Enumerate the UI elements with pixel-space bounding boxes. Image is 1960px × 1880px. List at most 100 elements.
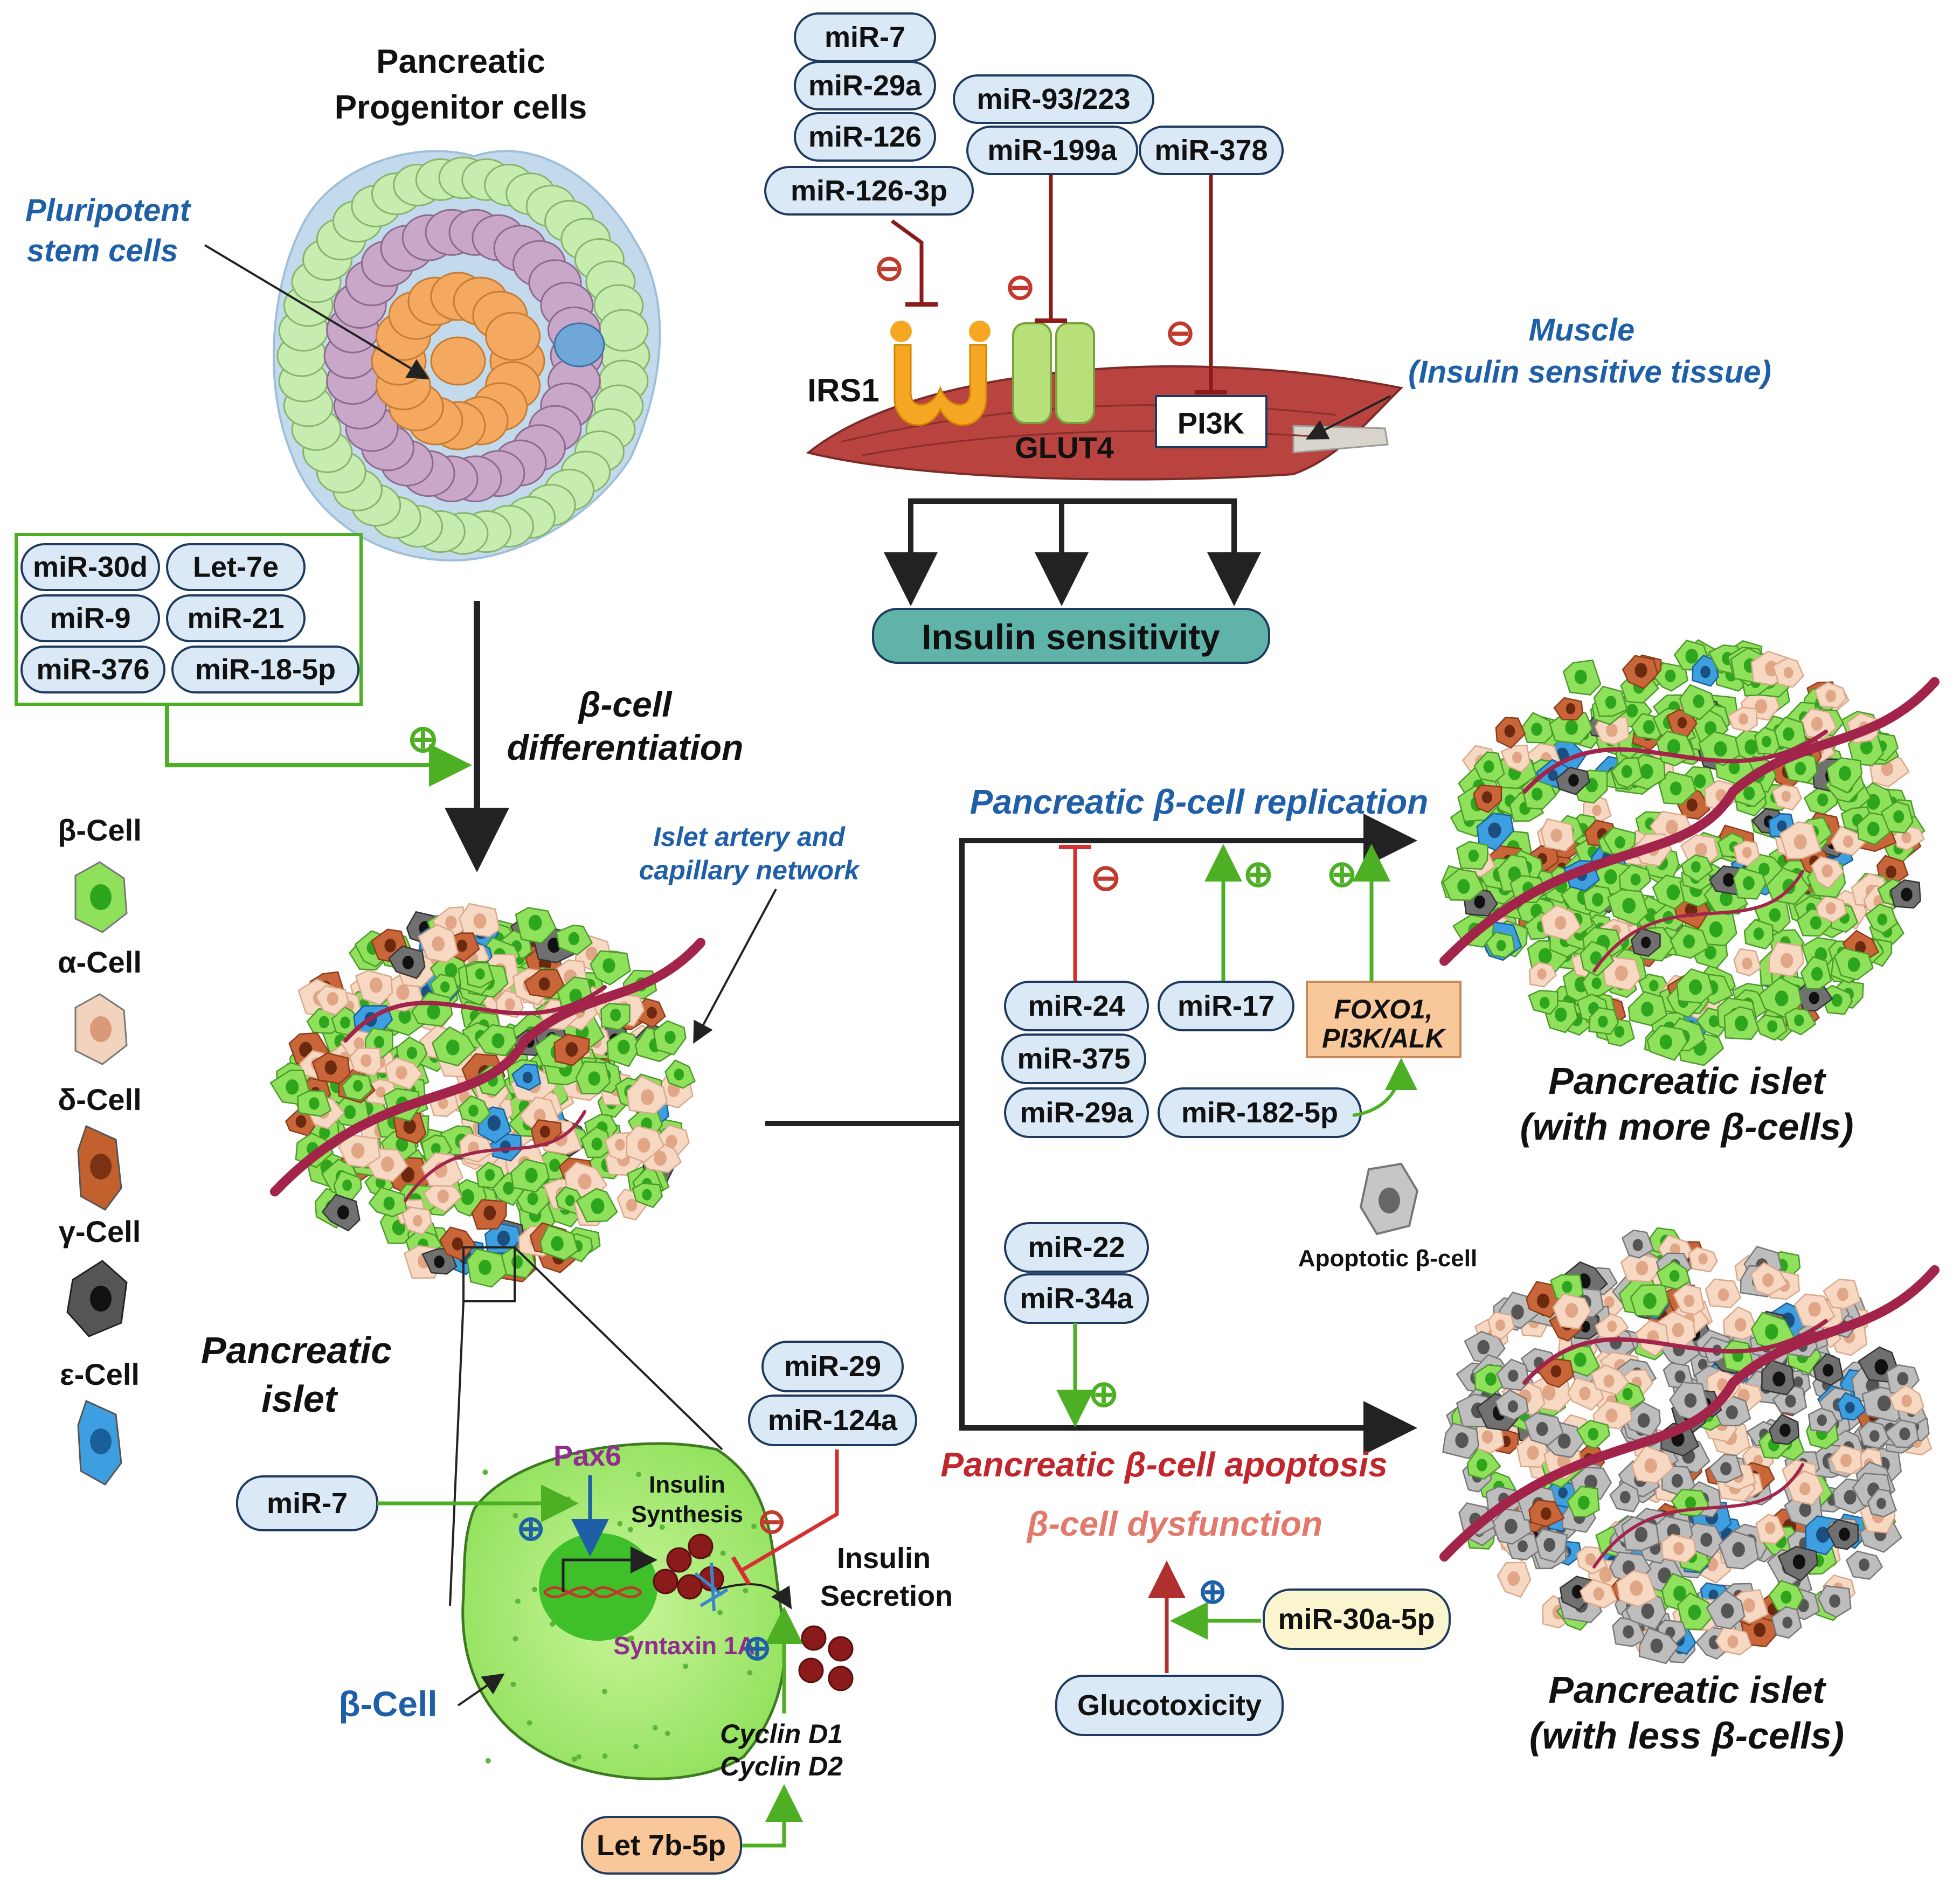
irs1-mirna-1: miR-29a bbox=[794, 61, 936, 110]
glut4-mirna-1-label: miR-199a bbox=[987, 134, 1117, 167]
replication-title: Pancreatic β-cell replication bbox=[970, 782, 1429, 821]
insulin-sensitivity-box bbox=[872, 608, 1270, 664]
replication-promoter-mirna: miR-17 bbox=[1158, 981, 1294, 1031]
insulin-synthesis-line1: Insulin bbox=[649, 1472, 725, 1498]
differentiation-mirna-0: miR-30d bbox=[20, 543, 160, 591]
differentiation-mirna-4-label: miR-376 bbox=[36, 654, 149, 686]
beta-cell-pointer bbox=[457, 1673, 505, 1706]
foxo-label-line2: PI3K/ALK bbox=[1322, 1023, 1447, 1053]
less-beta-label-line1: Pancreatic islet bbox=[1548, 1669, 1826, 1711]
differentiation-mirna-5-label: miR-18-5p bbox=[195, 654, 336, 686]
islet-artery-label-line2: capillary network bbox=[639, 855, 861, 885]
pancreatic-islet-more-beta bbox=[1439, 639, 1940, 1066]
insulin-secretion-line1: Insulin bbox=[837, 1542, 931, 1574]
irs1-mirna-2-label: miR-126 bbox=[808, 121, 922, 153]
legend-label-0: β-Cell bbox=[58, 813, 142, 847]
differentiation-mirna-list: miR-30d Let-7e miR-9 miR-21 miR-376 miR-18-5p bbox=[20, 543, 359, 693]
progenitor-cluster bbox=[273, 150, 661, 562]
legend-nucleus-2 bbox=[90, 1154, 112, 1180]
differentiation-plus: ⊕ bbox=[407, 718, 439, 760]
foxo-label-line1: FOXO1, bbox=[1334, 994, 1432, 1024]
let7b-label: Let 7b-5p bbox=[597, 1829, 726, 1862]
syntaxin-label: Syntaxin 1A bbox=[613, 1632, 755, 1660]
apoptosis-mirna-1-label: miR-34a bbox=[1020, 1282, 1133, 1315]
glut4-minus: ⊖ bbox=[1005, 267, 1035, 307]
mir30a5p-box bbox=[1263, 1588, 1451, 1650]
legend-label-2: δ-Cell bbox=[58, 1083, 141, 1116]
glut4-mirna-1: miR-199a bbox=[966, 126, 1138, 175]
transcription-arrow bbox=[562, 1546, 657, 1592]
replication-inhibitor-2-label: miR-29a bbox=[1020, 1097, 1133, 1129]
apoptotic-beta-cell-label: Apoptotic β-cell bbox=[1298, 1245, 1477, 1272]
pax6-label: Pax6 bbox=[553, 1440, 621, 1472]
insulin-granules-secreted bbox=[798, 1625, 854, 1691]
secretion-inhibitor-1-label: miR-124a bbox=[768, 1404, 898, 1437]
glucotoxicity-label: Glucotoxicity bbox=[1077, 1689, 1262, 1722]
progenitor-title-line1: Pancreatic bbox=[376, 43, 545, 80]
glut4-mirna-0: miR-93/223 bbox=[953, 74, 1154, 124]
insulin-secretion-line2: Secretion bbox=[820, 1580, 953, 1612]
differentiation-mirna-4: miR-376 bbox=[20, 646, 165, 693]
mir30a5p-label: miR-30a-5p bbox=[1278, 1603, 1435, 1635]
irs1-ligand-left bbox=[890, 321, 912, 342]
pluripotent-pointer bbox=[204, 244, 430, 380]
differentiation-mirna-2: miR-9 bbox=[20, 594, 160, 642]
pi3k-minus: ⊖ bbox=[1165, 313, 1195, 352]
muscle-tissue-label-line2: (Insulin sensitive tissue) bbox=[1408, 355, 1771, 390]
irs1-mirna-0: miR-7 bbox=[794, 12, 936, 62]
legend-label-3: γ-Cell bbox=[59, 1215, 141, 1248]
insulin-granules-synthesis bbox=[653, 1534, 724, 1600]
glut4-channel-right bbox=[1055, 322, 1095, 424]
differentiation-mirna-3-label: miR-21 bbox=[187, 602, 284, 635]
replication-inhibitor-1: miR-375 bbox=[1001, 1033, 1146, 1084]
less-beta-label-line2: (with less β-cells) bbox=[1529, 1715, 1844, 1757]
foxo-mirna: miR-182-5p bbox=[1158, 1087, 1362, 1138]
irs1-mirna-2: miR-126 bbox=[794, 112, 936, 162]
irs1-ligand-right bbox=[969, 321, 991, 342]
glucotoxicity-box bbox=[1055, 1675, 1284, 1736]
differentiation-mirna-5: miR-18-5p bbox=[171, 646, 359, 693]
differentiation-mirna-1: Let-7e bbox=[166, 543, 306, 591]
syntaxin-complex bbox=[694, 1562, 729, 1612]
apoptosis-title: Pancreatic β-cell apoptosis bbox=[940, 1445, 1387, 1484]
differentiation-label-line1: β-cell bbox=[577, 684, 673, 724]
let7b-promote-line bbox=[741, 1784, 803, 1848]
islet-label-line1: Pancreatic bbox=[201, 1329, 392, 1371]
cyclin-d1-label: Cyclin D1 bbox=[720, 1719, 843, 1749]
pancreatic-islet-main bbox=[269, 903, 705, 1288]
replication-minus: ⊖ bbox=[1091, 857, 1121, 898]
foxo-pi3k-box bbox=[1306, 981, 1462, 1058]
irs1-mirna-0-label: miR-7 bbox=[825, 21, 905, 53]
zoom-line-left bbox=[449, 1301, 465, 1606]
secretion-inhibitor-0: miR-29 bbox=[761, 1341, 904, 1392]
progenitor-title-line2: Progenitor cells bbox=[335, 89, 587, 126]
legend-nucleus-0 bbox=[90, 884, 112, 910]
pi3k-mirna-list: miR-378 bbox=[1139, 126, 1284, 175]
irs1-mirna-1-label: miR-29a bbox=[808, 70, 922, 102]
more-beta-label-line2: (with more β-cells) bbox=[1520, 1106, 1853, 1148]
glut4-mirna-list: miR-93/223 miR-199a bbox=[953, 74, 1154, 175]
pi3k-label: PI3K bbox=[1178, 406, 1245, 440]
pi3k-mirna-0-label: miR-378 bbox=[1154, 134, 1268, 167]
differentiation-mirna-1-label: Let-7e bbox=[193, 551, 279, 584]
cyclin-d2-label: Cyclin D2 bbox=[720, 1751, 843, 1781]
secretion-inhibitor-0-label: miR-29 bbox=[784, 1350, 881, 1383]
insulin-sensitivity-label: Insulin sensitivity bbox=[922, 617, 1220, 657]
glut4-label: GLUT4 bbox=[1015, 431, 1114, 464]
replication-plus-foxo: ⊕ bbox=[1327, 854, 1358, 894]
pancreatic-islet-less-beta bbox=[1439, 1227, 1940, 1664]
glut4-channel-left bbox=[1012, 322, 1052, 424]
pluripotent-label-line2: stem cells bbox=[27, 233, 178, 268]
secretion-arrow bbox=[716, 1583, 792, 1610]
apoptotic-nucleus bbox=[1379, 1188, 1400, 1213]
muscle-tissue-label-line1: Muscle bbox=[1529, 313, 1635, 348]
islet-zoom-frame bbox=[462, 1246, 516, 1302]
legend-nucleus-3 bbox=[90, 1286, 112, 1312]
foxo-mirna: miR-182-5p bbox=[1158, 1087, 1362, 1138]
secretion-inhibitor-mirnas: miR-29 miR-124a bbox=[748, 1341, 917, 1446]
irs1-minus: ⊖ bbox=[874, 248, 904, 288]
